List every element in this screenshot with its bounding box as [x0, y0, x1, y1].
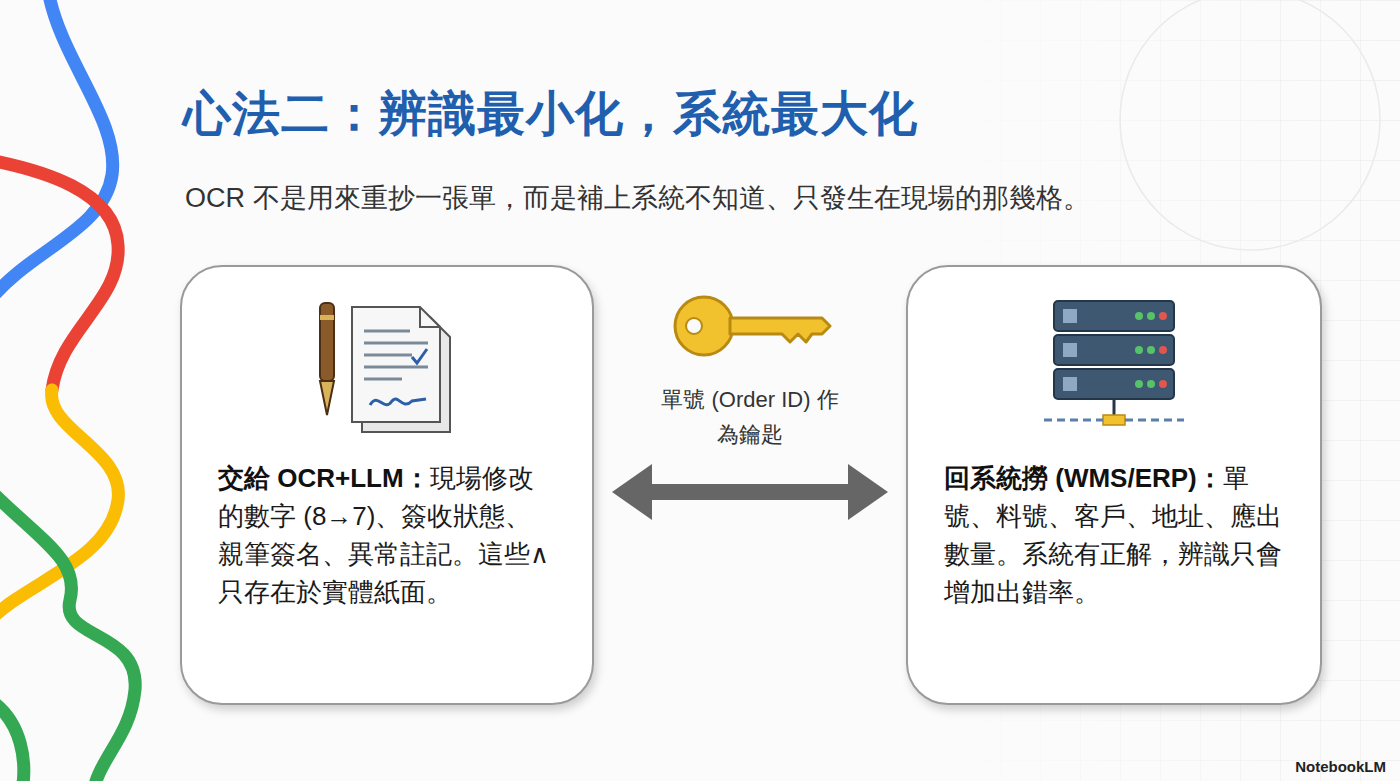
green-ribbon — [0, 490, 135, 781]
double-arrow — [652, 484, 848, 500]
color-ribbons — [0, 0, 135, 781]
server-icon — [1039, 297, 1189, 437]
box-heading: 交給 OCR+LLM： — [218, 463, 430, 493]
subtitle-text: OCR 不是用來重抄一張單，而是補上系統不知道、只發生在現場的那幾格。 — [185, 180, 1090, 216]
box-text: 回系統撈 (WMS/ERP)：單號、料號、客戶、地址、應出數量。系統有正解，辨識… — [944, 459, 1284, 611]
slide-title: 心法二：辨識最小化，系統最大化 — [183, 82, 918, 146]
pen — [320, 303, 334, 415]
system-box: 回系統撈 (WMS/ERP)：單號、料號、客戶、地址、應出數量。系統有正解，辨識… — [906, 265, 1322, 705]
document — [352, 307, 450, 432]
ocr-llm-box: 交給 OCR+LLM：現場修改的數字 (8→7)、簽收狀態、親筆簽名、異常註記。… — [180, 265, 594, 705]
green-ribbon — [0, 700, 24, 781]
document-pen-icon — [312, 297, 462, 437]
server-rack — [1044, 301, 1184, 425]
blue-ribbon — [0, 0, 113, 300]
box-heading: 回系統撈 (WMS/ERP)： — [944, 463, 1223, 493]
box-text: 交給 OCR+LLM：現場修改的數字 (8→7)、簽收狀態、親筆簽名、異常註記。… — [218, 459, 556, 611]
key — [675, 297, 830, 355]
edge-label: 單號 (Order ID) 作為鑰匙 — [661, 382, 839, 452]
yellow-ribbon — [0, 390, 118, 620]
brand-watermark: NotebookLM — [1275, 758, 1386, 775]
grid-circle — [1120, 0, 1380, 250]
red-ribbon — [0, 160, 118, 390]
